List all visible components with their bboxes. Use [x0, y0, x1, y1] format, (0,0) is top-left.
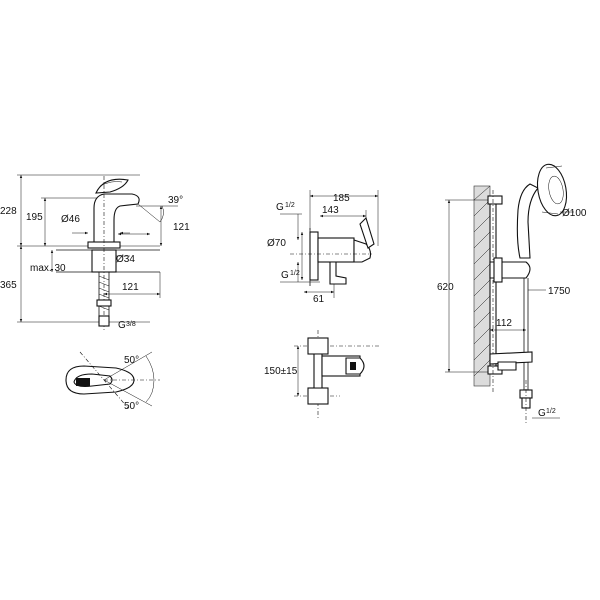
dim-depth: 61 — [313, 294, 325, 305]
angle-lower: 50° — [124, 401, 139, 412]
shower-rail-drawing: 620 Ø100 1750 112 — [437, 163, 587, 424]
angle-upper: 50° — [124, 355, 139, 366]
shower-head — [516, 163, 568, 259]
dim-projection: 112 — [496, 318, 512, 329]
thread-label-top: G — [276, 202, 284, 213]
thread-fraction-top: 1/2 — [285, 202, 295, 209]
dim-hole-diameter: Ø34 — [116, 254, 135, 265]
thread-fraction: 3/8 — [126, 321, 136, 328]
dim-center-distance: 150±15 — [264, 366, 298, 377]
thread-fraction: 1/2 — [546, 408, 556, 415]
thread-label: G — [118, 320, 126, 331]
shower-mixer-front-view: 150±15 — [264, 330, 380, 420]
basin-mixer-drawing: 228 195 39° 121 Ø46 Ø34 max. 30 — [0, 174, 190, 412]
thread-label-bottom: G — [281, 270, 289, 281]
dim-head-diameter: Ø100 — [562, 208, 587, 219]
basin-top-view: 50° 50° — [65, 351, 160, 412]
dim-angle: 39° — [168, 195, 183, 206]
dim-inner-width: 143 — [322, 205, 339, 216]
dim-max-thickness: max. 30 — [30, 263, 66, 274]
dim-overall-width: 185 — [333, 193, 350, 204]
dim-hose-length: 365 — [0, 280, 17, 291]
dim-spout-reach: 121 — [173, 222, 190, 233]
thread-fraction-bottom: 1/2 — [290, 270, 300, 277]
wall — [473, 185, 491, 387]
dim-spout-height: 195 — [26, 212, 43, 223]
dim-lower-reach: 121 — [122, 282, 139, 293]
dim-escutcheon: Ø70 — [267, 238, 286, 249]
dim-base-diameter: Ø46 — [61, 214, 80, 225]
dim-rail-height: 620 — [437, 282, 454, 293]
thread-label: G — [538, 408, 546, 419]
dim-total-height: 228 — [0, 206, 17, 217]
shower-mixer-drawing: 185 143 G 1/2 Ø70 G 1/2 61 — [264, 190, 380, 420]
dim-hose-length: 1750 — [548, 286, 571, 297]
